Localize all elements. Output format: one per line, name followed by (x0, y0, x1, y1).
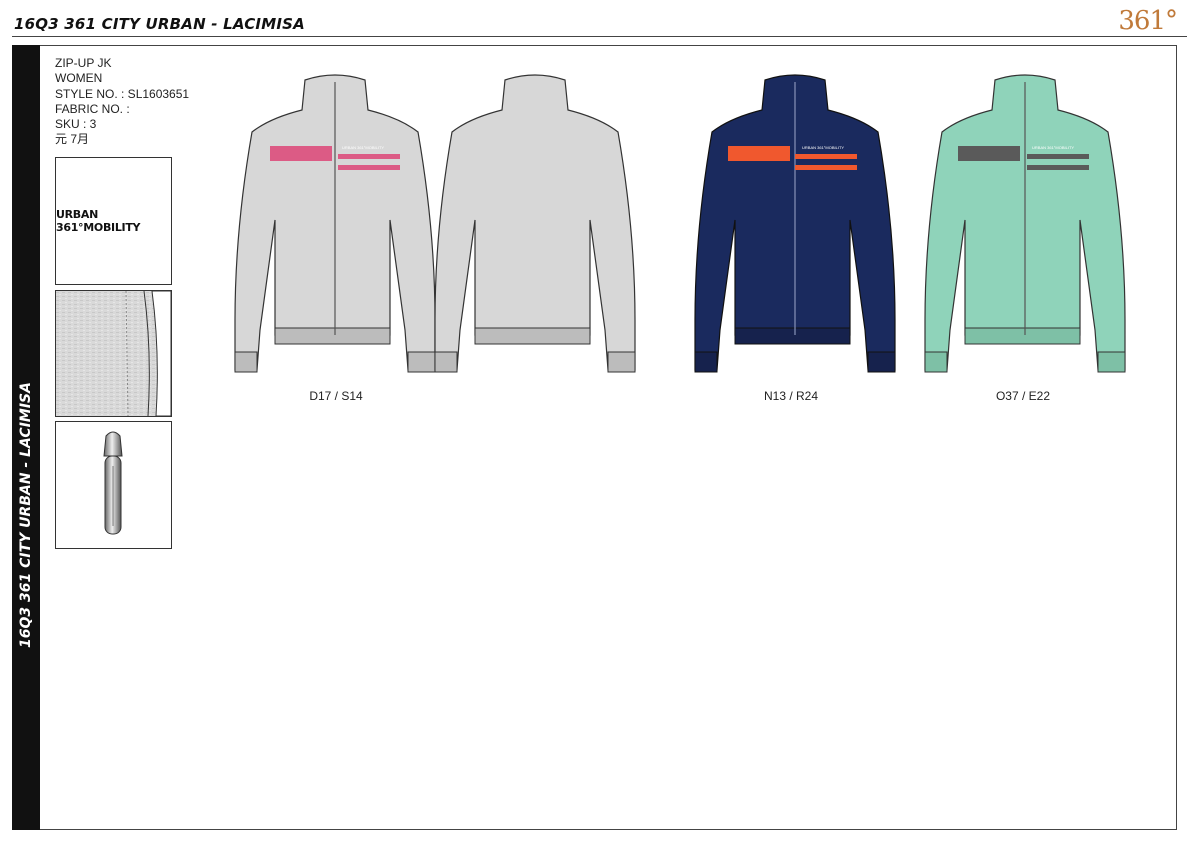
price-month: 元 7月 (55, 132, 90, 147)
side-title: 16Q3 361 CITY URBAN - LACIMISA (18, 382, 34, 648)
chest-print: URBAN 361°MOBILITY (342, 145, 384, 150)
fabric-number: FABRIC NO. : (55, 101, 130, 116)
side-bar: 16Q3 361 CITY URBAN - LACIMISA (12, 45, 40, 830)
product-type: ZIP-UP JK (55, 56, 112, 70)
colorway-label-mint: O37 / E22 (995, 389, 1051, 403)
header-divider (12, 36, 1187, 37)
chest-print: URBAN 361°MOBILITY (802, 145, 844, 150)
zipper-puller-icon (103, 431, 123, 535)
jacket-front-mint: URBAN 361°MOBILITY (924, 74, 1126, 373)
zipper-swatch (55, 421, 172, 549)
logo-text: URBAN 361°MOBILITY (56, 208, 141, 234)
sku: SKU : 3 (55, 117, 97, 132)
jacket-front-navy: URBAN 361°MOBILITY (694, 74, 896, 373)
colorway-label-navy: N13 / R24 (763, 389, 819, 403)
jacket-front-grey: URBAN 361°MOBILITY (234, 74, 436, 373)
jacket-back-grey (434, 74, 636, 373)
chest-print: URBAN 361°MOBILITY (1032, 145, 1074, 150)
page-title: 16Q3 361 CITY URBAN - LACIMISA (14, 15, 305, 33)
colorway-label-grey: D17 / S14 (309, 389, 363, 403)
brand-logo: 361° (1118, 6, 1178, 36)
gender: WOMEN (55, 71, 103, 86)
logo-swatch: URBAN 361°MOBILITY (55, 157, 172, 285)
style-number: STYLE NO. : SL1603651 (55, 86, 190, 101)
spec-block: ZIP-UP JK WOMEN STYLE NO. : SL1603651 FA… (55, 56, 189, 148)
fabric-swatch (55, 290, 172, 417)
